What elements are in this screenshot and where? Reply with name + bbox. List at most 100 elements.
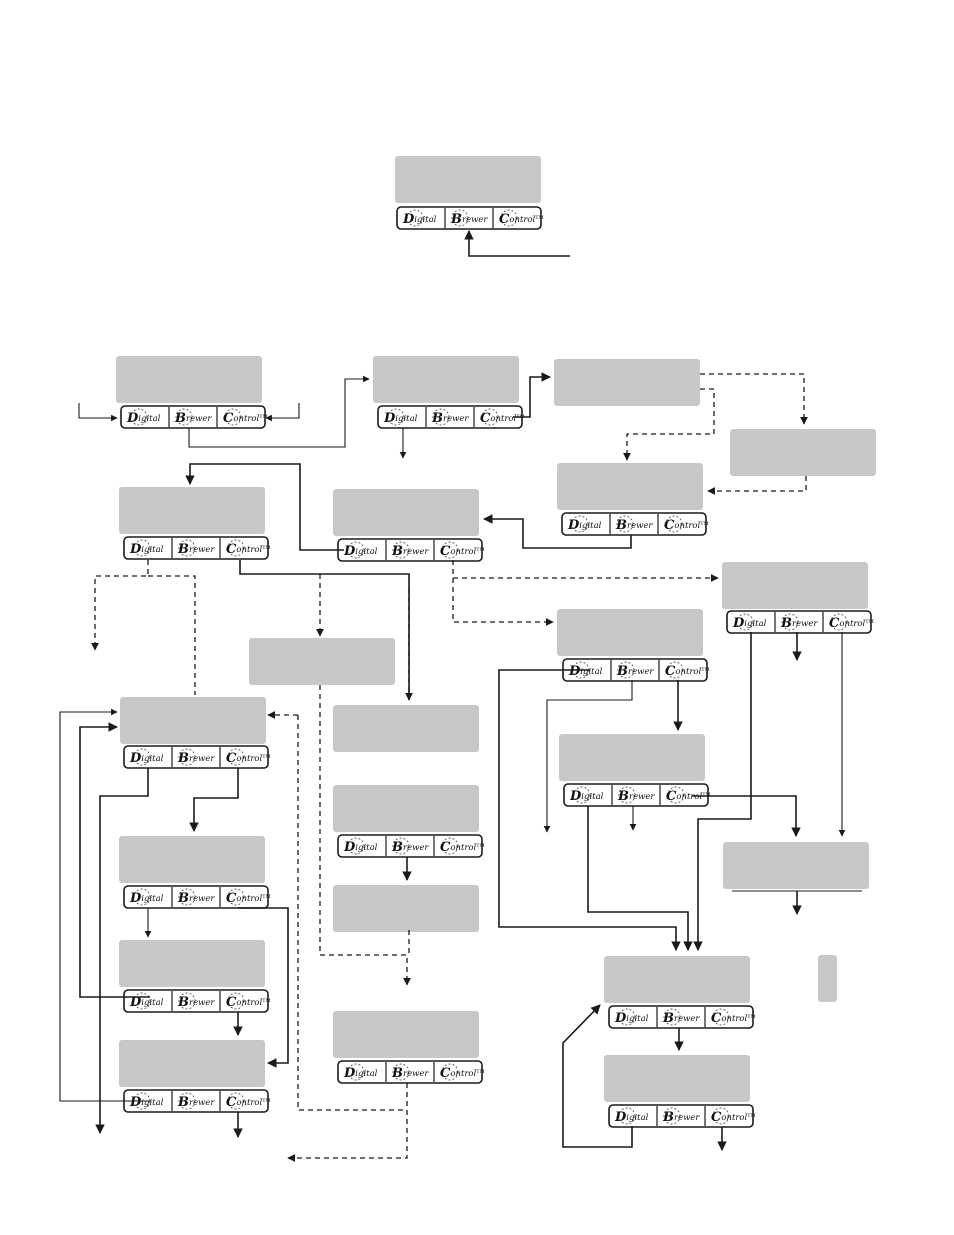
flow-connectors: [59, 230, 862, 1162]
panel-label-digital: Digital: [402, 212, 437, 227]
control-panel: Digital Brewer ControlTM: [562, 658, 710, 682]
panel-label-brewer: Brewer: [615, 518, 653, 533]
display-screen: [119, 836, 265, 883]
flow-arrow: [238, 907, 289, 1068]
flow-arrow: [693, 632, 752, 951]
flow-arrow: [700, 373, 808, 425]
panel-label-brewer: Brewer: [177, 995, 215, 1010]
flow-arrow: [79, 722, 150, 998]
display-screen: [333, 885, 479, 932]
display-screen: [818, 955, 837, 1002]
control-panel: Digital Brewer ControlTM: [123, 885, 271, 909]
control-panel: Digital Brewer ControlTM: [123, 745, 271, 769]
display-screen: [723, 842, 869, 889]
control-panel: Digital Brewer ControlTM: [337, 538, 485, 562]
panel-label-brewer: Brewer: [662, 1011, 700, 1026]
panel-label-brewer: Brewer: [174, 411, 212, 426]
flow-arrow: [623, 388, 715, 461]
panel-label-control: ControlTM: [711, 1011, 756, 1026]
display-screen: [333, 489, 479, 536]
panel-label-brewer: Brewer: [391, 1066, 429, 1081]
flow-arrow: [189, 768, 239, 832]
display-screen: [559, 734, 705, 781]
control-panel: Digital Brewer ControlTM: [396, 206, 544, 230]
control-panel: Digital Brewer ControlTM: [123, 536, 271, 560]
flow-arrow: [452, 560, 719, 582]
display-screen: [120, 697, 266, 744]
panel-label-brewer: Brewer: [177, 891, 215, 906]
flow-arrow: [707, 476, 807, 495]
display-screen: [604, 956, 750, 1003]
panel-label-digital: Digital: [129, 1095, 164, 1110]
flow-arrow: [319, 685, 411, 986]
panel-label-digital: Digital: [129, 891, 164, 906]
panel-label-brewer: Brewer: [391, 840, 429, 855]
panel-label-brewer: Brewer: [662, 1110, 700, 1125]
panel-label-control: ControlTM: [440, 544, 485, 559]
display-screen: [119, 940, 265, 987]
panel-label-digital: Digital: [568, 664, 603, 679]
control-panel: Digital Brewer ControlTM: [123, 1089, 271, 1113]
panel-label-brewer: Brewer: [431, 411, 469, 426]
panel-label-brewer: Brewer: [450, 212, 488, 227]
display-screen: [116, 356, 262, 403]
panel-label-brewer: Brewer: [391, 544, 429, 559]
panel-label-control: ControlTM: [226, 751, 271, 766]
display-screen: [722, 562, 868, 609]
panel-label-brewer: Brewer: [177, 542, 215, 557]
panel-label-digital: Digital: [343, 1066, 378, 1081]
flow-arrow: [464, 230, 570, 257]
panel-label-control: ControlTM: [223, 411, 268, 426]
panel-label-digital: Digital: [614, 1110, 649, 1125]
control-panel: Digital Brewer ControlTM: [608, 1005, 756, 1029]
flow-arrow: [91, 560, 149, 651]
panel-label-digital: Digital: [343, 544, 378, 559]
flow-arrow: [287, 1083, 408, 1162]
display-screen: [554, 359, 700, 406]
flow-arrow: [148, 575, 196, 695]
panel-label-control: ControlTM: [665, 664, 710, 679]
panel-label-brewer: Brewer: [616, 664, 654, 679]
panel-label-control: ControlTM: [499, 212, 544, 227]
panel-label-control: ControlTM: [226, 542, 271, 557]
panel-label-control: ControlTM: [440, 840, 485, 855]
panel-label-control: ControlTM: [711, 1110, 756, 1125]
control-panel: Digital Brewer ControlTM: [608, 1104, 756, 1128]
display-screen: [333, 785, 479, 832]
flow-arrow: [452, 578, 554, 626]
panel-label-brewer: Brewer: [177, 751, 215, 766]
panel-label-digital: Digital: [126, 411, 161, 426]
panel-label-control: ControlTM: [226, 1095, 271, 1110]
flow-arrow: [483, 514, 632, 549]
flow-arrow: [513, 372, 551, 418]
panel-label-brewer: Brewer: [177, 1095, 215, 1110]
display-screen: [333, 705, 479, 752]
panel-label-digital: Digital: [383, 411, 418, 426]
display-screen: [395, 156, 541, 203]
display-screen: [119, 1040, 265, 1087]
panel-label-digital: Digital: [129, 542, 164, 557]
display-screen: [333, 1011, 479, 1058]
flow-arrow: [95, 768, 149, 1134]
control-panel: Digital Brewer ControlTM: [120, 405, 268, 429]
display-screen: [730, 429, 876, 476]
panel-label-digital: Digital: [129, 995, 164, 1010]
display-screen: [604, 1055, 750, 1102]
panel-label-control: ControlTM: [226, 891, 271, 906]
panel-label-brewer: Brewer: [617, 789, 655, 804]
flow-arrow: [498, 669, 681, 951]
flow-arrow: [692, 795, 801, 837]
panel-label-control: ControlTM: [829, 616, 874, 631]
display-screen: [249, 638, 395, 685]
flow-arrow: [543, 680, 633, 833]
display-screens: [116, 156, 876, 1102]
panel-label-digital: Digital: [129, 751, 164, 766]
panel-label-digital: Digital: [614, 1011, 649, 1026]
